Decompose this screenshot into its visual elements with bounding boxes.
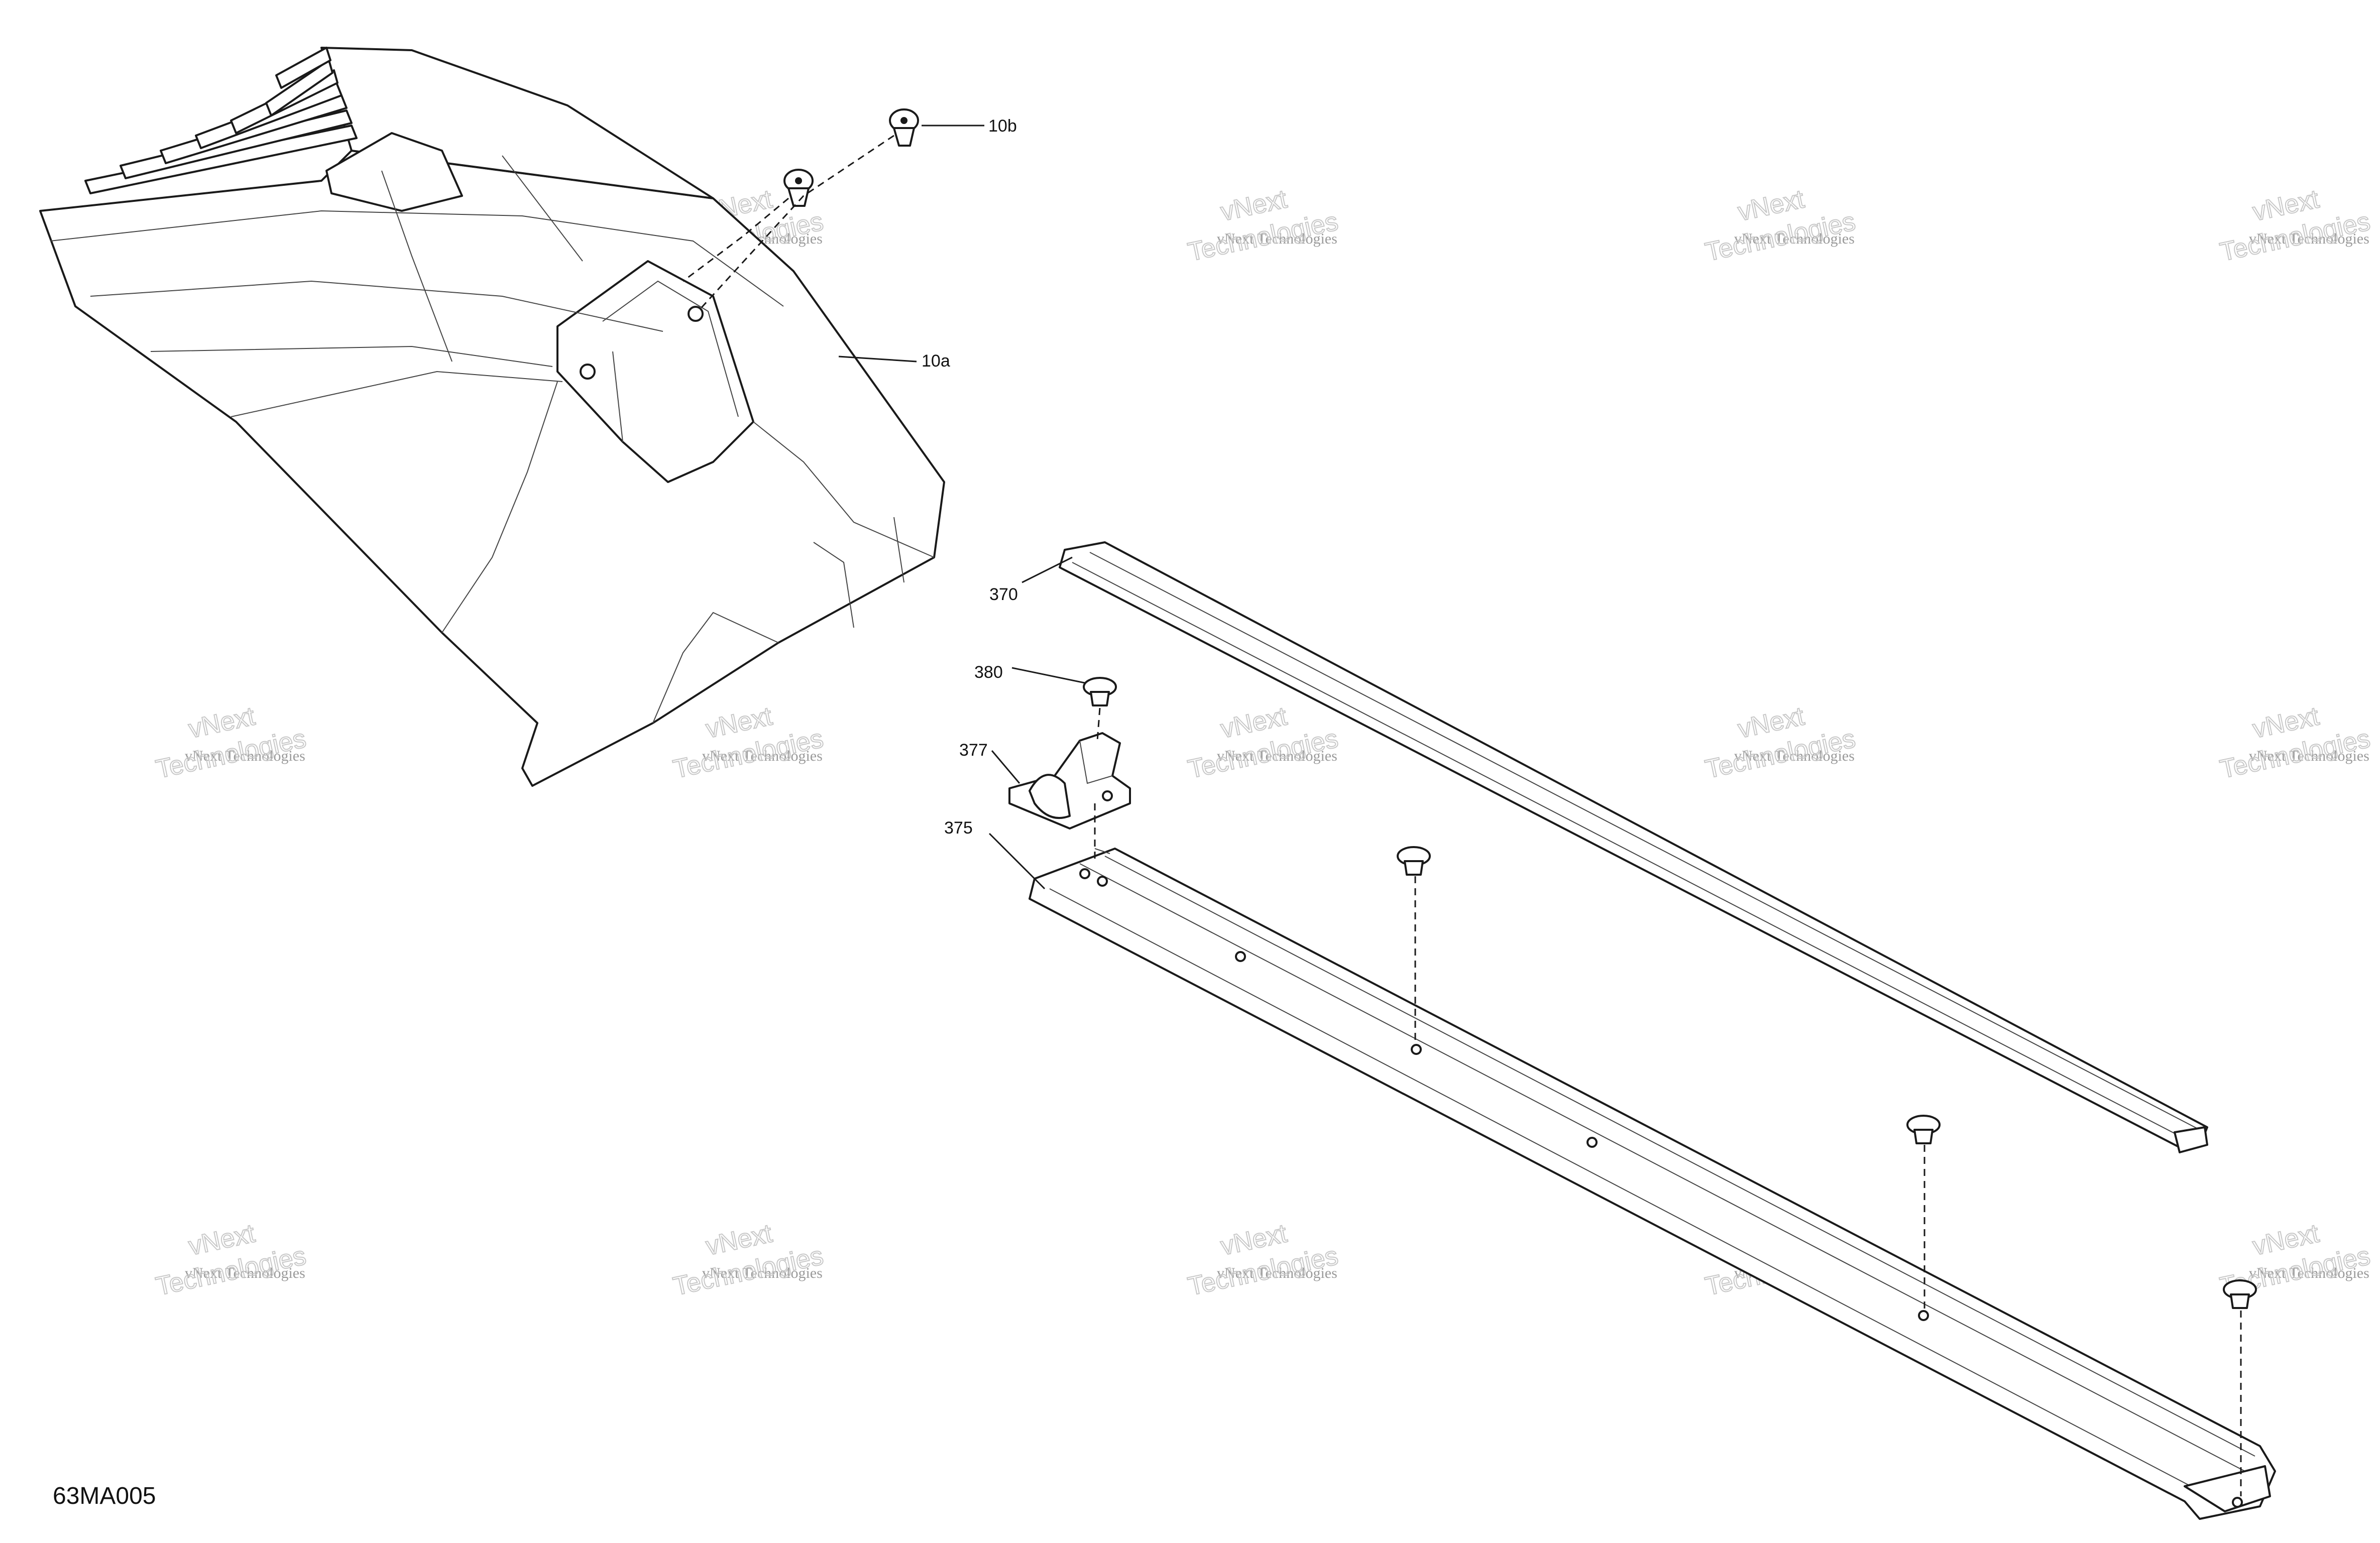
rivet-380-c	[1906, 1115, 1941, 1144]
part-370-rail	[1059, 541, 2208, 1153]
callout-10b: 10b	[988, 116, 1017, 136]
callout-370: 370	[989, 585, 1018, 604]
callout-10a: 10a	[922, 351, 950, 371]
diagram-reference-code: 63MA005	[53, 1483, 156, 1509]
callout-380: 380	[974, 663, 1003, 682]
rivet-380-a	[1083, 677, 1117, 706]
part-375-slide-rail	[1029, 848, 2276, 1520]
cover-fins	[84, 47, 358, 194]
watermark-line1: vNext Technologies	[1217, 748, 1337, 764]
watermark-line1: vNext Technologies	[1217, 230, 1337, 247]
watermark-line1: vNext Technologies	[702, 1265, 823, 1281]
part-10b-screws	[683, 108, 919, 312]
part-377-clamp	[1008, 732, 1131, 829]
leader-lines	[838, 125, 1085, 890]
screw-10b-upper	[889, 108, 919, 147]
callout-375: 375	[944, 818, 973, 838]
watermark-line1: vNext Technologies	[2249, 748, 2369, 764]
callout-labels: 10b 10a 370 380 377 375	[922, 116, 1018, 838]
callout-377: 377	[959, 741, 988, 760]
watermark-line1: vNext Technologies	[185, 1265, 305, 1281]
watermark-line1: vNext Technologies	[702, 748, 823, 764]
rivet-380-b	[1397, 846, 1431, 876]
watermark-line1: vNext Technologies	[1734, 230, 1855, 247]
screw-10b-lower	[783, 169, 814, 207]
cover-surface-lines	[50, 155, 935, 724]
watermark-line1: vNext Technologies	[2249, 230, 2369, 247]
rivet-380-d	[2223, 1279, 2257, 1309]
part-10a-cover	[39, 47, 945, 787]
watermark-line1: vNext Technologies	[1734, 748, 1855, 764]
watermark-line1: vNext Technologies	[1217, 1265, 1337, 1281]
watermark-line1: vNext Technologies	[2249, 1265, 2369, 1281]
watermark-line1: vNext Technologies	[185, 748, 305, 764]
part-380-rivets	[1083, 677, 2257, 1496]
